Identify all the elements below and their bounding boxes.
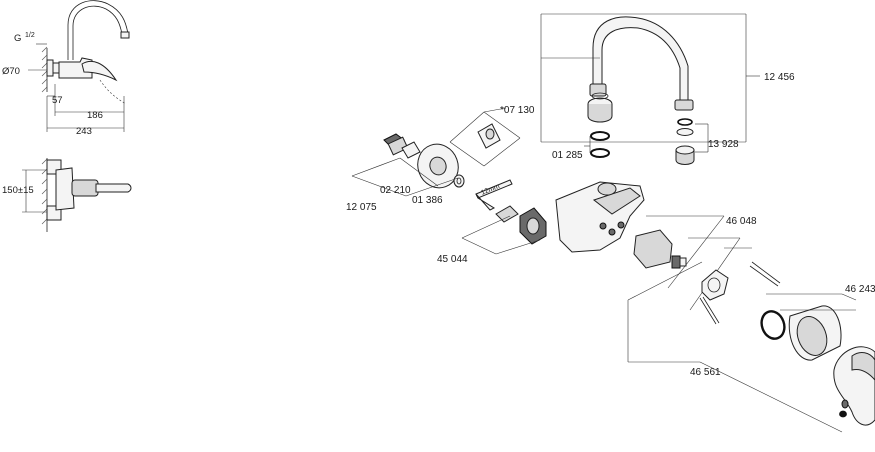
- front-view-drawing: [22, 158, 132, 232]
- spout-bushing: [587, 92, 613, 158]
- thread-fraction-label: 1/2: [25, 32, 35, 39]
- o-ring-part: [760, 310, 786, 340]
- cover-sleeve-part: [788, 305, 842, 361]
- nut-45044-part: [495, 205, 547, 245]
- part-13928-label: 13 928: [708, 139, 739, 150]
- part-46561-leader: [627, 247, 843, 433]
- aerator-part: [675, 118, 695, 165]
- spout-callout-box: [540, 13, 760, 143]
- extension-part: [449, 107, 521, 167]
- dim-186-label: 186: [87, 110, 103, 121]
- washer-part: [453, 174, 465, 188]
- diameter-label: Ø70: [2, 66, 20, 77]
- side-view-drawing: [28, 0, 130, 132]
- part-01285-label: 01 285: [552, 150, 583, 161]
- dim-57-label: 57: [52, 95, 63, 106]
- part-12075-label: 12 075: [346, 202, 377, 213]
- part-45044-label: 45 044: [437, 254, 468, 265]
- escutcheon-part: [417, 143, 459, 189]
- s-union-part: [383, 133, 421, 159]
- mixer-body-part: [555, 181, 645, 253]
- part-01285-leader: [584, 136, 591, 153]
- part-12456-label: 12 456: [764, 72, 795, 83]
- part-13928-leader: [695, 123, 718, 153]
- dim-243-label: 243: [76, 126, 92, 137]
- part-07130-label: *07 130: [500, 105, 535, 116]
- part-02210-label: 02 210: [380, 185, 411, 196]
- part-46561-label: 46 561: [690, 367, 721, 378]
- part-12075-02210-leader: [351, 157, 459, 197]
- height-label: 150±15: [2, 185, 34, 196]
- thread-label: G: [14, 33, 21, 44]
- key-size-label: 12mm: [480, 183, 501, 197]
- spout-part: [589, 16, 694, 111]
- lever-handle-part: [833, 346, 875, 426]
- part-01386-label: 01 386: [412, 195, 443, 206]
- part-46243-label: 46 243: [845, 284, 875, 295]
- cartridge-part: [633, 229, 687, 269]
- part-46048-label: 46 048: [726, 216, 757, 227]
- clamp-ring-part: [699, 261, 781, 325]
- part-46243-leader: [766, 293, 857, 311]
- part-45044-leader: [461, 215, 541, 255]
- hex-key-part: [475, 179, 513, 211]
